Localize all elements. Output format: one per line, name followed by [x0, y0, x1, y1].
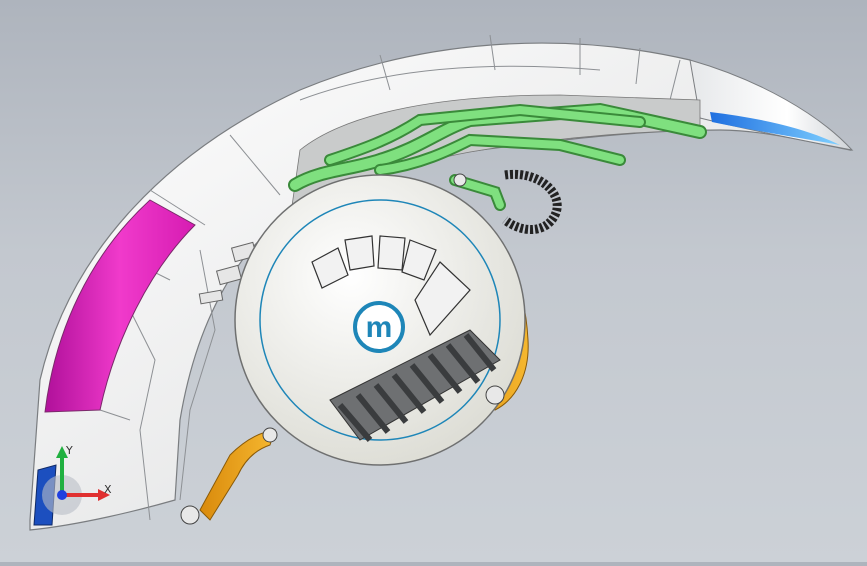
blade-blue-edge	[710, 112, 840, 145]
logo-letter: m	[366, 311, 393, 344]
logo-badge	[353, 301, 405, 353]
mount-bolts	[180, 173, 505, 525]
axis-triad: Y X	[42, 444, 112, 515]
motor-disc: m	[234, 174, 526, 466]
magenta-panel	[44, 199, 196, 413]
blade-tip	[689, 59, 854, 151]
orange-strut	[199, 429, 276, 521]
outer-shell	[29, 42, 852, 531]
x-axis-label: X	[104, 483, 112, 496]
shell-panel-lines	[69, 34, 681, 521]
green-pipes	[288, 102, 707, 211]
heatsink	[329, 329, 501, 442]
cable-coil	[502, 169, 562, 234]
y-axis-label: Y	[65, 444, 73, 457]
